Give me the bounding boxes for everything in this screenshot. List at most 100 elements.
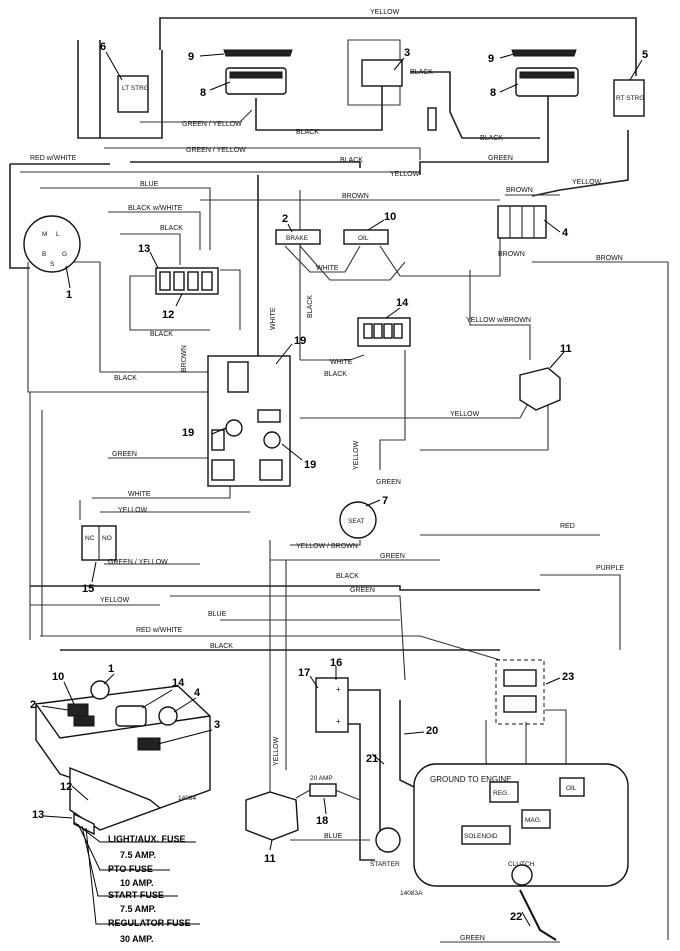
wl-yellow-5: YELLOW (118, 507, 148, 514)
lt-steering-switch: LT STRG (117, 75, 149, 113)
ign-pin-g: G (62, 251, 67, 258)
wl-black-6: BLACK (307, 295, 314, 318)
wl-white-2: WHITE (270, 307, 277, 330)
fuse-amp-label: 20 AMP (310, 775, 333, 782)
wl-blue-1: BLUE (140, 181, 159, 188)
mag-label: MAG. (525, 817, 542, 824)
inset-leaders (41, 673, 213, 819)
starter-relay-lower (245, 791, 299, 841)
wl-black-5: BLACK (150, 331, 173, 338)
ignition-switch: M L B G S (23, 215, 81, 273)
callout-15: 15 (82, 583, 94, 595)
inline-fuse: 20 AMP (309, 775, 337, 797)
wl-green-5: GREEN (350, 587, 375, 594)
diagram-ref: 14083A (400, 890, 423, 897)
callout-1: 1 (66, 289, 72, 301)
callout-12: 12 (162, 309, 174, 321)
inset-callout-2: 2 (30, 699, 36, 711)
inset-ref: 14084 (178, 795, 196, 802)
wl-green-yellow-3: GREEN / YELLOW (108, 559, 168, 566)
svg-text:+: + (336, 717, 341, 726)
clutch-wire (519, 889, 557, 941)
fuse-label-pto-amp: 10 AMP. (120, 878, 154, 888)
rt-steering-switch: RT STRG (613, 79, 645, 117)
fuse-label-start: START FUSE (108, 890, 164, 900)
wl-yellow-brown-1: YELLOW w/BROWN (466, 317, 531, 324)
wl-green-6: GREEN (460, 935, 485, 942)
seat-label: SEAT (348, 518, 365, 525)
brake-label: BRAKE (286, 235, 309, 242)
wl-yellow-3: YELLOW (450, 411, 480, 418)
callout-5: 5 (642, 49, 648, 61)
wl-blue-3: BLUE (324, 833, 343, 840)
callout-4: 4 (562, 227, 569, 239)
wl-blue-2: BLUE (208, 611, 227, 618)
inset-callout-14: 14 (172, 677, 185, 689)
headlight-left (225, 67, 287, 95)
wl-red-white-1: RED w/WHITE (30, 155, 77, 162)
callout-19a: 19 (294, 335, 306, 347)
wl-yellow-6: YELLOW (100, 597, 130, 604)
headlight-bar-left (223, 49, 293, 57)
wl-black-9: BLACK (336, 573, 359, 580)
callout-17: 17 (298, 667, 310, 679)
no-label: NO (102, 535, 112, 542)
reg-label: REG. (493, 790, 509, 797)
inset-callout-10: 10 (52, 671, 64, 683)
seat-switch: SEAT (339, 501, 377, 539)
wl-yellow-1: YELLOW (390, 171, 420, 178)
wl-green-1: GREEN (488, 155, 513, 162)
fuse-legend: LIGHT/AUX. FUSE 7.5 AMP. PTO FUSE 10 AMP… (73, 821, 200, 944)
wl-black-1: BLACK (296, 129, 319, 136)
starter-motor: STARTER (370, 827, 401, 868)
callout-14: 14 (396, 297, 409, 309)
starter-label: STARTER (370, 861, 400, 868)
callout-8b: 8 (490, 87, 496, 99)
wl-brown-3: BROWN (498, 251, 525, 258)
inset-callout-12: 12 (60, 781, 72, 793)
ign-pin-s: S (50, 261, 55, 268)
hour-meter (357, 317, 411, 347)
wl-white-3: WHITE (330, 359, 353, 366)
svg-text:+: + (336, 685, 341, 694)
solenoid-label: SOLENOID (464, 833, 498, 840)
callout-19b: 19 (182, 427, 194, 439)
callout-9a: 9 (188, 51, 194, 63)
headlight-bar-right (511, 49, 577, 57)
wl-black-3: BLACK (340, 157, 363, 164)
lt-steering-label: LT STRG (122, 85, 149, 92)
wl-brown-5: BROWN (181, 345, 188, 372)
battery: + + (315, 677, 349, 733)
fuse-label-start-amp: 7.5 AMP. (120, 904, 156, 914)
engine-connector (495, 659, 545, 725)
wl-white-1: WHITE (316, 265, 339, 272)
wl-red-1: RED (560, 523, 575, 530)
callout-11b: 11 (264, 853, 276, 865)
wl-black-8: BLACK (324, 371, 347, 378)
wl-black-sw3: BLACK (410, 69, 433, 76)
wl-black-7: BLACK (114, 375, 137, 382)
ign-pin-b: B (42, 251, 46, 258)
inset-callout-3: 3 (214, 719, 220, 731)
wl-yellow-brown-2: YELLOW / BROWN (296, 543, 358, 550)
engine-block: GROUND TO ENGINE REG. MAG. OIL SOLENOID … (413, 763, 629, 887)
ign-pin-l: L (56, 231, 60, 238)
fuse-label-light: LIGHT/AUX. FUSE (108, 834, 186, 844)
nc-label: NC (85, 535, 95, 542)
callout-3: 3 (404, 47, 410, 59)
fuse-label-regulator-amp: 30 AMP. (120, 934, 154, 944)
pto-switch (497, 205, 547, 239)
callout-13: 13 (138, 243, 150, 255)
dash-panel-inset: 14084 (35, 680, 211, 836)
light-connector (427, 107, 437, 131)
wl-green-yellow-2: GREEN / YELLOW (186, 147, 246, 154)
wl-green-4: GREEN (380, 553, 405, 560)
wl-green-2: GREEN (112, 451, 137, 458)
oil-indicator: OIL (343, 229, 389, 245)
fuse-label-pto: PTO FUSE (108, 864, 153, 874)
callout-22: 22 (510, 911, 522, 923)
wl-brown-2: BROWN (506, 187, 533, 194)
inset-callout-1: 1 (108, 663, 114, 675)
ign-pin-m: M (42, 231, 47, 238)
